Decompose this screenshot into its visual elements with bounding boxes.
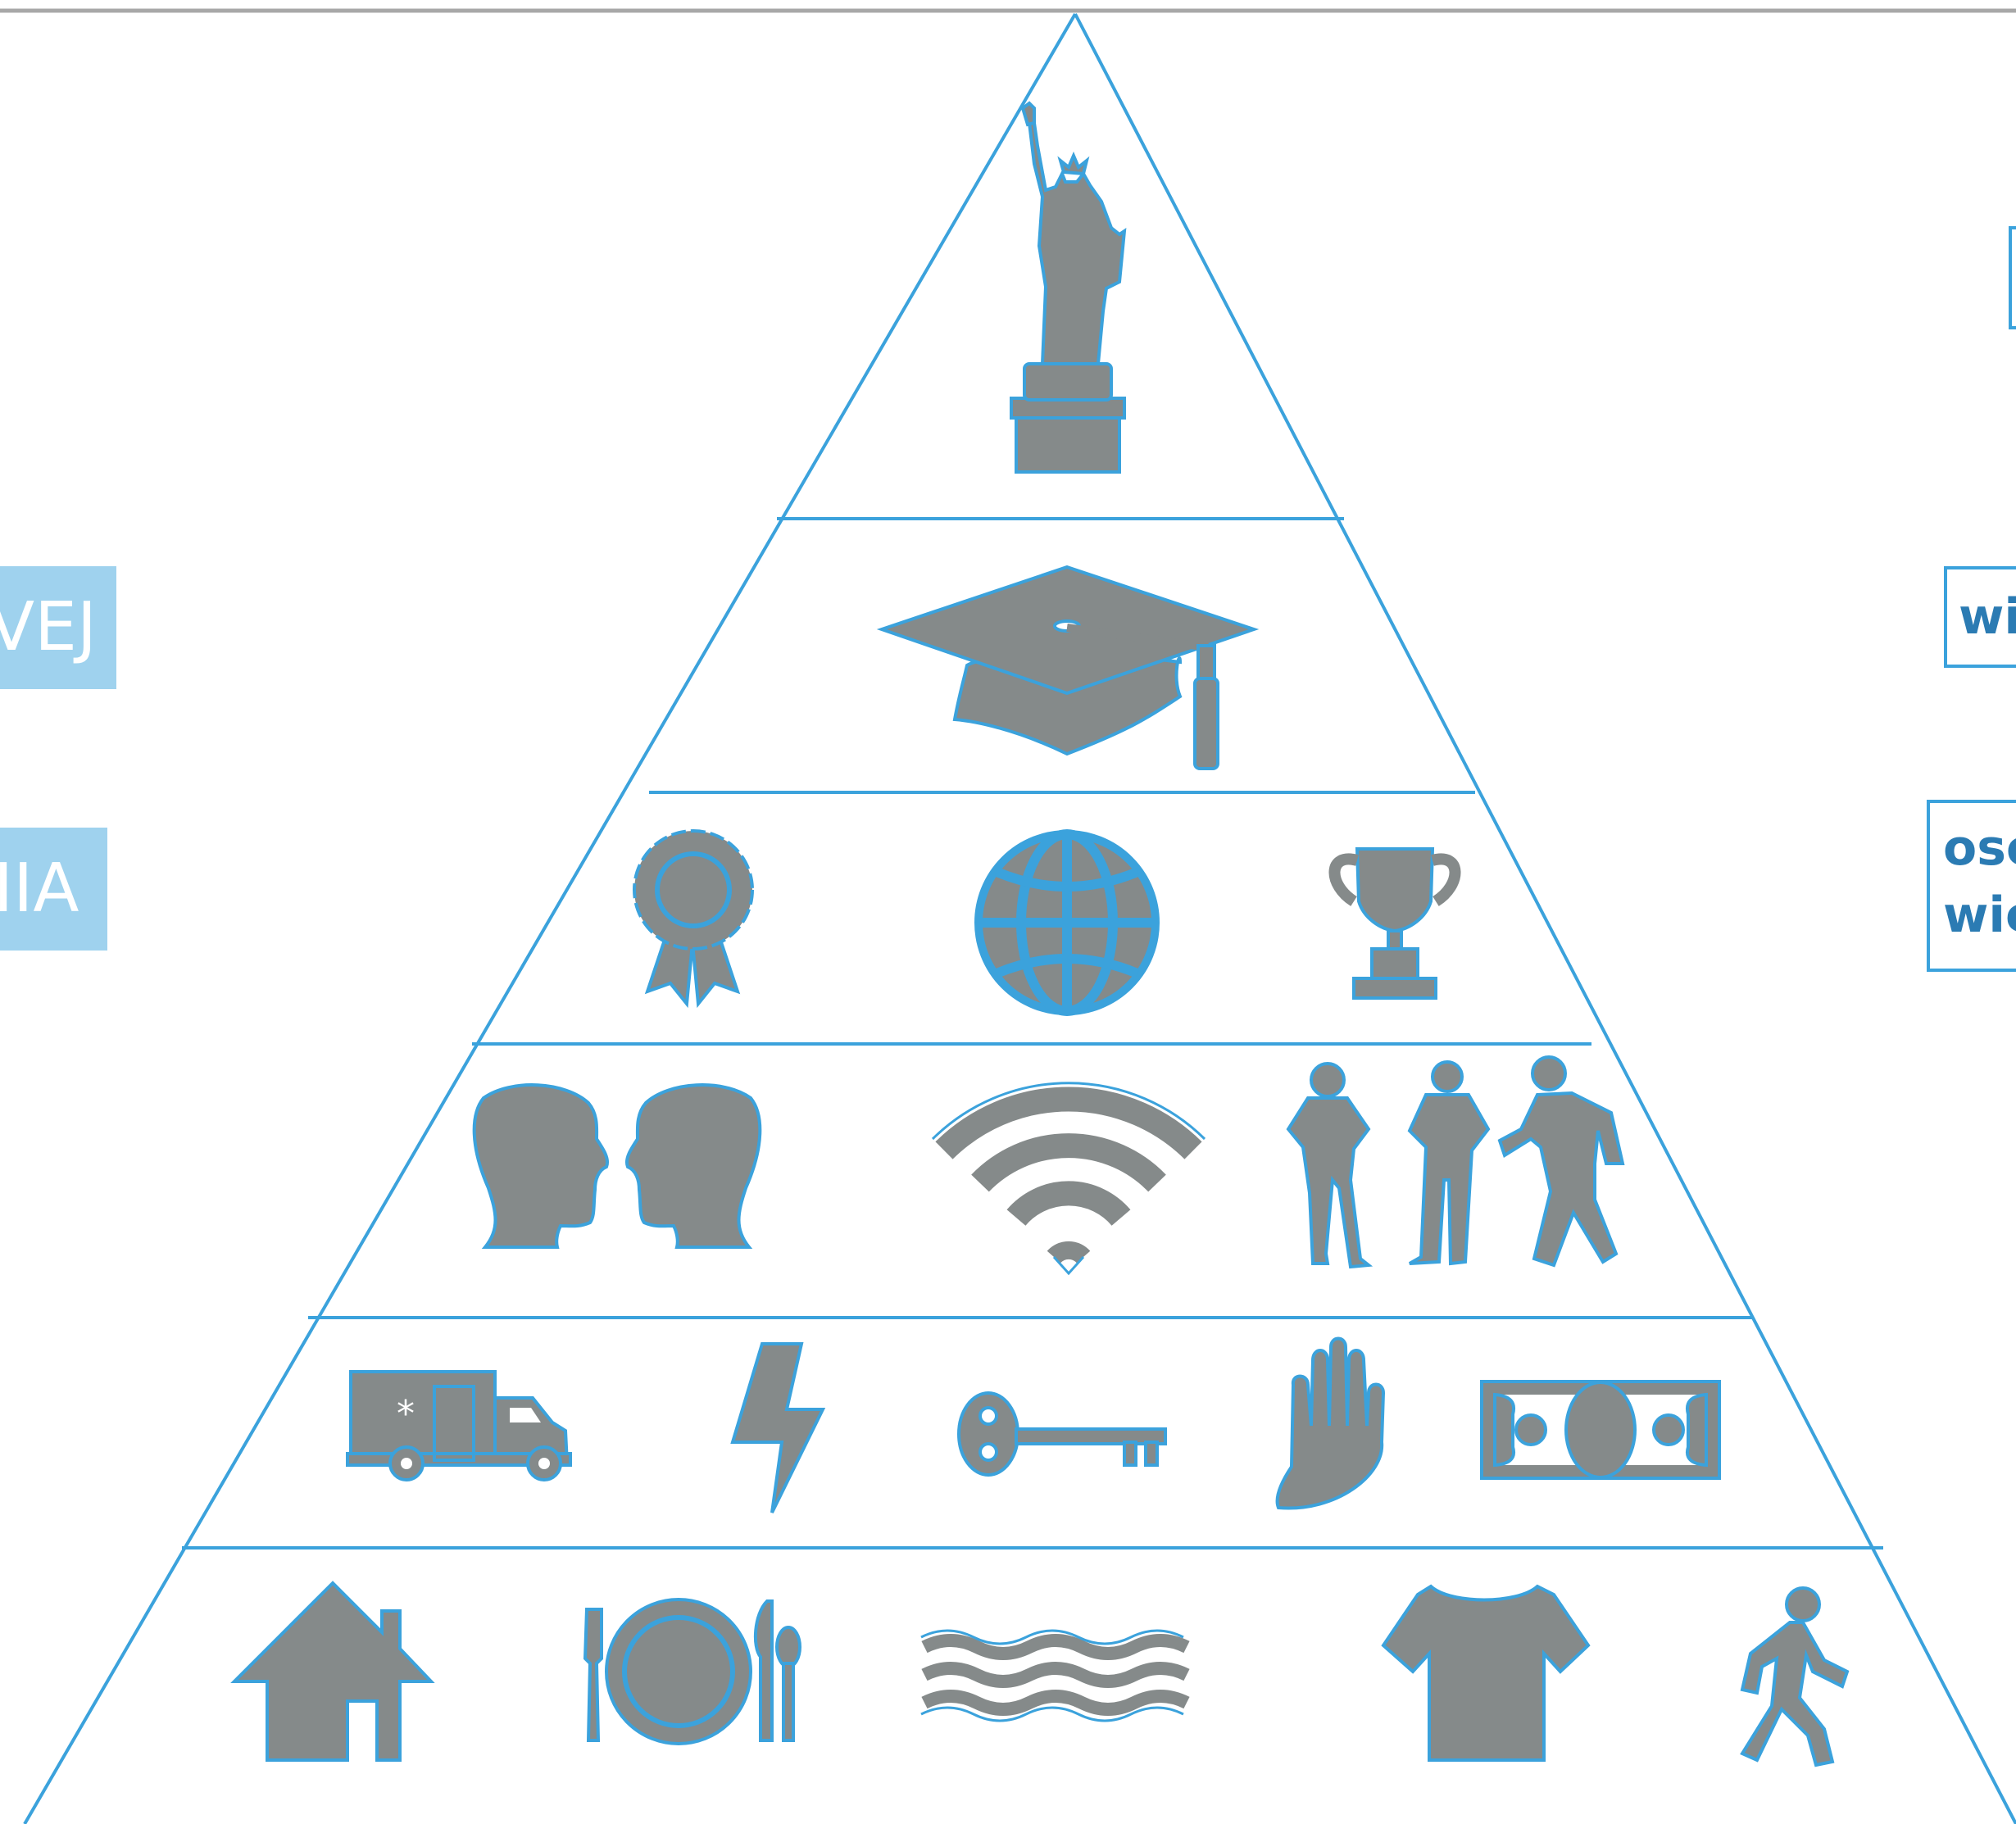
graduation-cap-icon: [876, 565, 1260, 770]
people-group-icon: [1286, 1055, 1625, 1269]
walking-person-icon: [1740, 1586, 1850, 1767]
ambulance-icon: *: [346, 1370, 572, 1481]
globe-icon: [974, 829, 1160, 1016]
right-label-1: [2009, 226, 2016, 329]
statue-of-liberty-icon: [1010, 101, 1127, 474]
banknote-icon: [1480, 1380, 1721, 1480]
hand-icon: [1275, 1336, 1386, 1510]
right-label-2: wi: [1944, 566, 2016, 668]
right-label-3-line-2: wię: [1943, 887, 2016, 944]
t-shirt-icon: [1381, 1584, 1591, 1762]
trophy-icon: [1328, 847, 1461, 1000]
svg-text:*: *: [397, 1393, 415, 1435]
house-icon: [230, 1581, 435, 1762]
left-label-2: IIA: [0, 828, 107, 951]
award-ribbon-icon: [633, 829, 754, 1009]
two-heads-icon: [472, 1083, 762, 1249]
water-waves-icon-edge: [920, 1629, 1184, 1722]
left-label-1: VEJ: [0, 566, 116, 689]
wifi-icon: [935, 1087, 1202, 1264]
pyramid-outline: [23, 12, 2016, 1824]
water-waves-icon: [921, 1634, 1190, 1716]
right-label-3: osc wię: [1927, 800, 2016, 972]
plate-cutlery-icon: [583, 1598, 801, 1745]
wifi-icon-outline: [931, 1082, 1206, 1276]
key-icon: [957, 1391, 1167, 1477]
right-label-3-line-1: osc: [1943, 819, 2016, 877]
lightning-icon: [730, 1342, 826, 1513]
